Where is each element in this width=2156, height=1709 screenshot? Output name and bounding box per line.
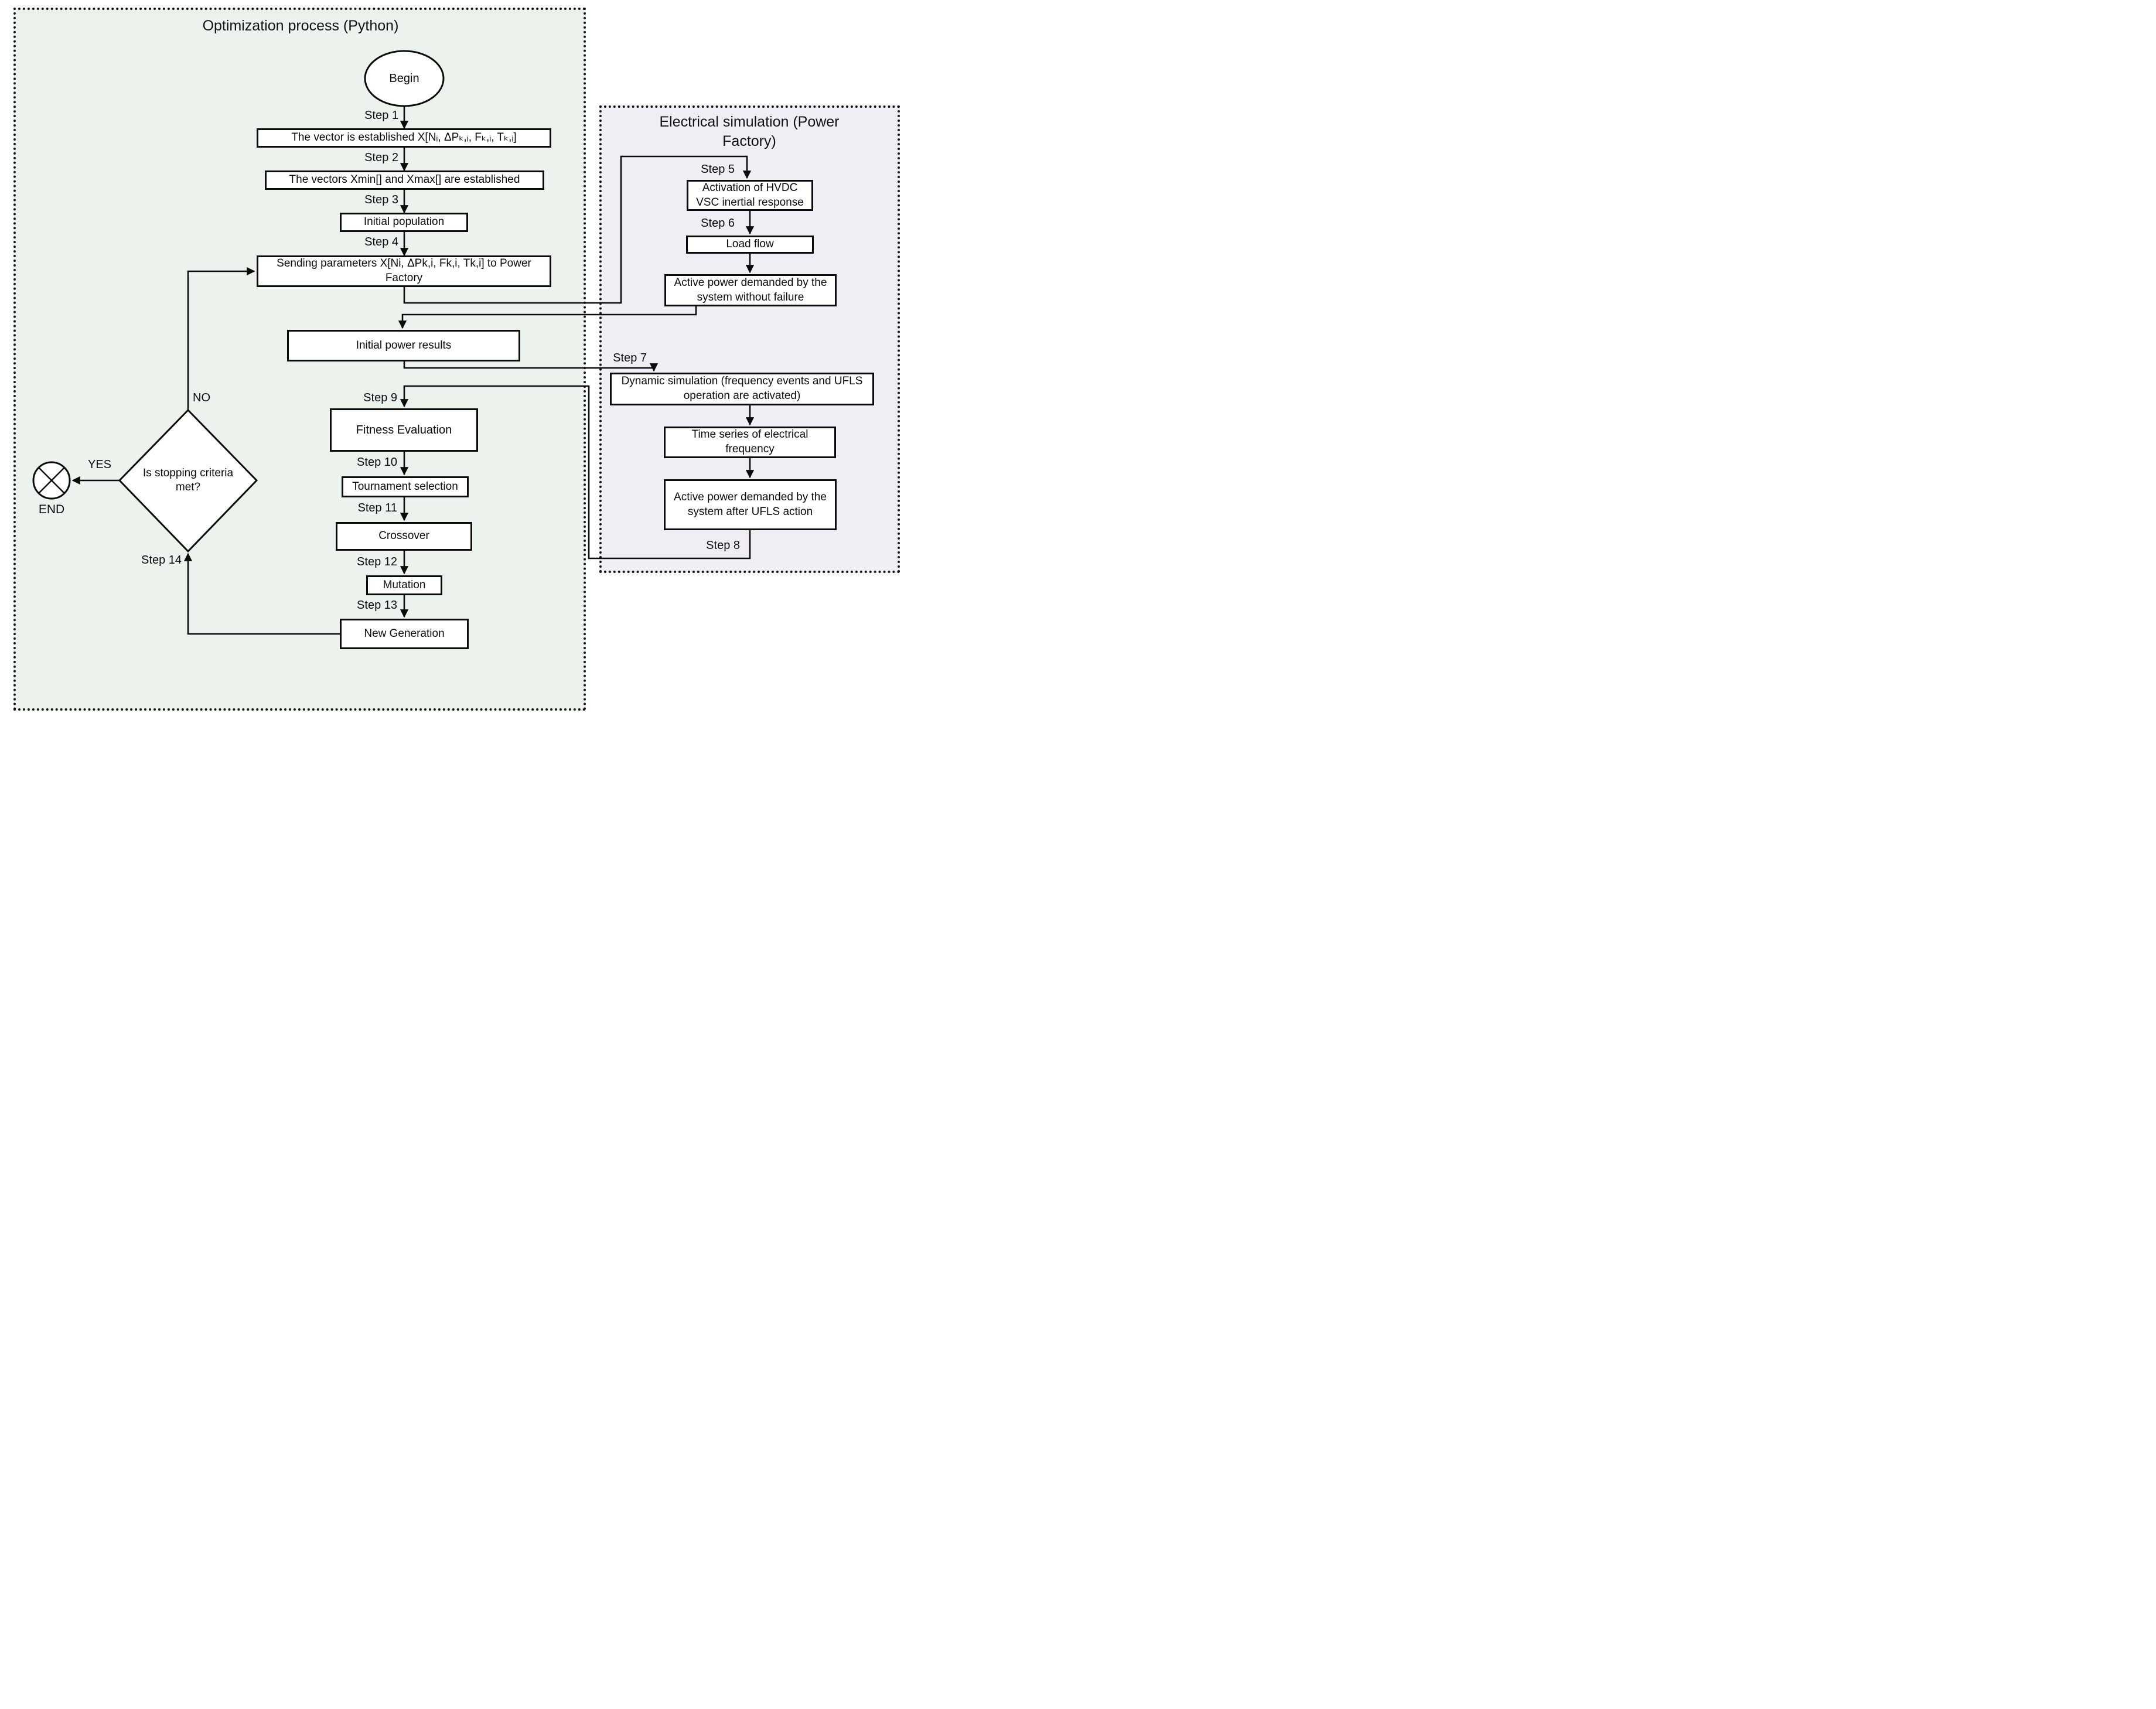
step-5-label: Step 5 <box>701 163 735 176</box>
step-4-label: Step 4 <box>364 236 398 248</box>
step-2-label: Step 2 <box>364 151 398 164</box>
initial-power-results-node: Initial power results <box>287 330 520 361</box>
no-branch-label: NO <box>193 391 210 404</box>
time-series-node: Time series of electrical frequency <box>664 427 836 458</box>
sending-parameters-node: Sending parameters X[Ni, ΔPk,i, Fk,i, Tk… <box>257 255 551 287</box>
optimization-panel-title: Optimization process (Python) <box>202 18 399 34</box>
fitness-evaluation-node: Fitness Evaluation <box>330 408 478 452</box>
crossover-node: Crossover <box>336 522 472 551</box>
begin-node: Begin <box>389 71 419 85</box>
decision-node: Is stopping criteria met? <box>142 467 234 493</box>
load-flow-node: Load flow <box>686 236 814 254</box>
step-13-label: Step 13 <box>357 599 397 612</box>
step-8-label: Step 8 <box>706 539 740 552</box>
power-after-ufls-node: Active power demanded by the system afte… <box>664 479 837 530</box>
yes-branch-label: YES <box>87 458 112 471</box>
power-without-failure-node: Active power demanded by the system with… <box>664 274 837 306</box>
initial-population-node: Initial population <box>340 213 468 232</box>
mutation-node: Mutation <box>366 575 442 595</box>
new-generation-node: New Generation <box>340 619 469 649</box>
tournament-selection-node: Tournament selection <box>342 476 469 497</box>
step-12-label: Step 12 <box>357 555 397 568</box>
step-11-label: Step 11 <box>357 502 397 514</box>
minmax-vectors-node: The vectors Xmin[] and Xmax[] are establ… <box>265 170 544 190</box>
end-label: END <box>38 503 65 516</box>
step-14-label: Step 14 <box>141 554 182 567</box>
step-3-label: Step 3 <box>364 193 398 206</box>
step-1-label: Step 1 <box>364 109 398 122</box>
step-6-label: Step 6 <box>701 217 735 230</box>
step-7-label: Step 7 <box>613 352 647 364</box>
step-10-label: Step 10 <box>357 456 397 469</box>
flowchart-canvas: Optimization process (Python) Electrical… <box>0 0 906 718</box>
dynamic-simulation-node: Dynamic simulation (frequency events and… <box>610 373 874 405</box>
electrical-panel-title: Electrical simulation (Power Factory) <box>659 114 840 149</box>
step-9-label: Step 9 <box>363 391 397 404</box>
vector-established-node: The vector is established X[Nᵢ, ΔPₖ,ᵢ, F… <box>257 128 551 148</box>
activation-hvdc-node: Activation of HVDC VSC inertial response <box>687 180 813 211</box>
